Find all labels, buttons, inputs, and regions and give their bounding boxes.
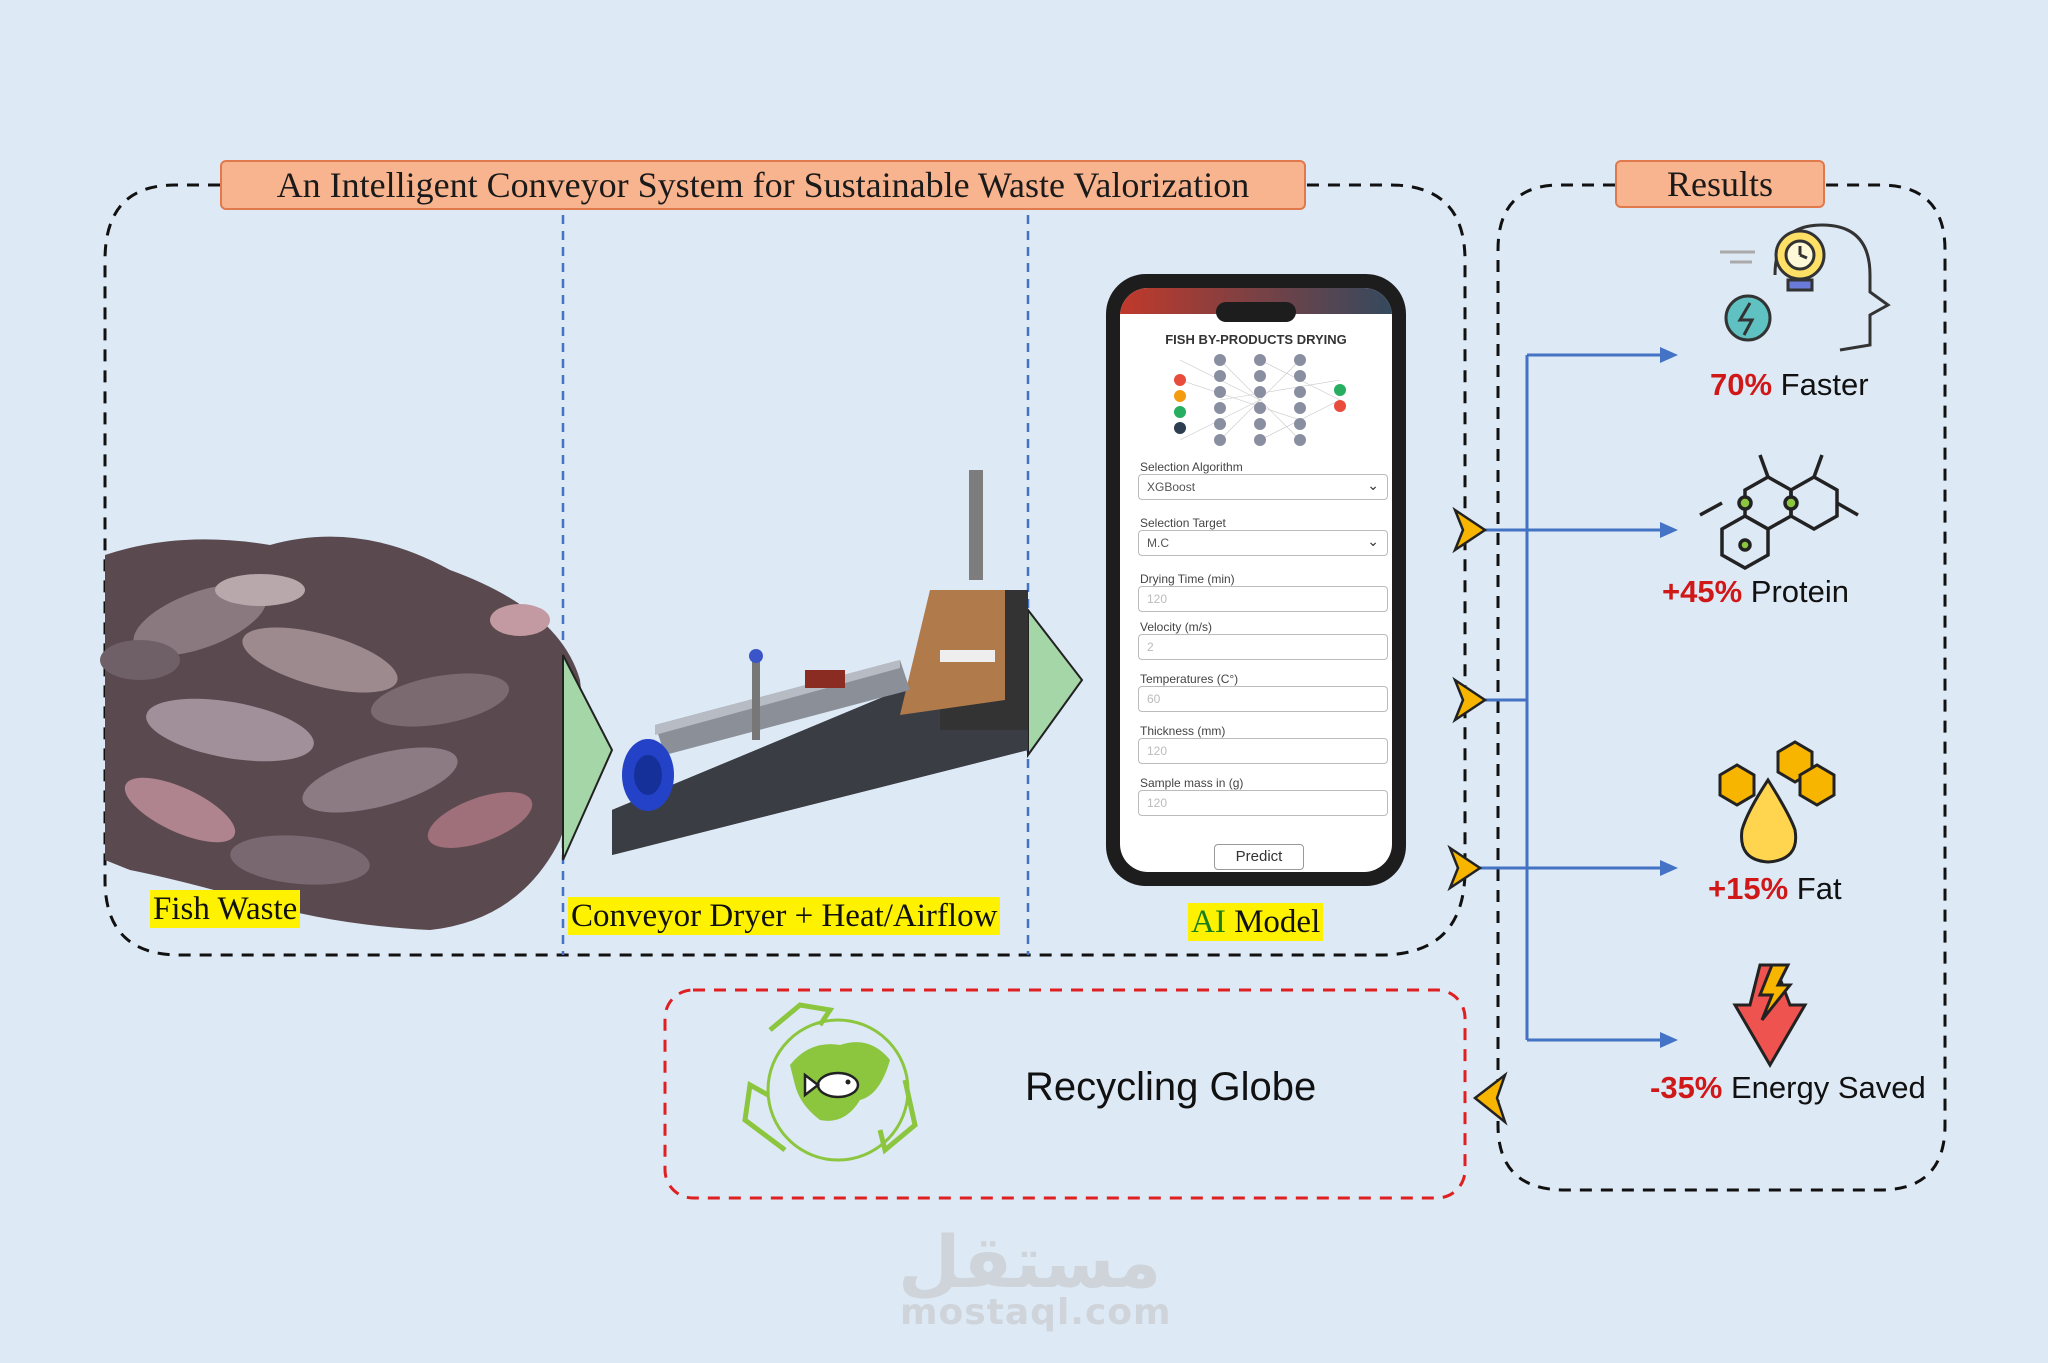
clock-bulb-head-icon — [1720, 223, 1891, 352]
target-value: M.C — [1147, 536, 1169, 550]
diagram-title: An Intelligent Conveyor System for Susta… — [220, 160, 1306, 210]
velocity-input[interactable]: 2 — [1138, 634, 1388, 660]
drying-time-value: 120 — [1147, 592, 1168, 606]
neural-network-icon — [1174, 354, 1346, 446]
result-pct: 70% — [1710, 367, 1773, 402]
field-label-drying-time: Drying Time (min) — [1140, 572, 1235, 586]
predict-button[interactable]: Predict — [1214, 844, 1304, 870]
app-title: FISH BY-PRODUCTS DRYING — [1165, 332, 1347, 347]
conveyor-dryer-image — [612, 470, 1028, 855]
main-process-frame — [103, 183, 1467, 957]
fat-drop-icon — [1718, 740, 1836, 864]
yellow-chevron-arrows — [1447, 506, 1508, 1126]
watermark-arabic: مستقل — [898, 1220, 1162, 1304]
ai-suffix: Model — [1225, 904, 1321, 940]
phone-screen: FISH BY-PRODUCTS DRYING Selection Algori… — [1120, 288, 1392, 872]
field-label-algorithm: Selection Algorithm — [1140, 460, 1243, 474]
phone-notch — [1216, 302, 1296, 322]
watermark-latin: mostaql.com — [900, 1292, 1172, 1333]
result-text: Faster — [1772, 367, 1869, 402]
result-protein: +45% Protein — [1662, 574, 1849, 610]
results-title-text: Results — [1666, 164, 1773, 204]
result-fat: +15% Fat — [1708, 871, 1842, 907]
result-pct: +45% — [1662, 574, 1743, 609]
ai-prefix: AI — [1191, 904, 1226, 940]
field-label-target: Selection Target — [1140, 516, 1226, 530]
field-label-velocity: Velocity (m/s) — [1140, 620, 1213, 634]
result-text: Energy Saved — [1722, 1070, 1926, 1105]
sample-mass-value: 120 — [1147, 796, 1168, 810]
temperature-input[interactable]: 60 — [1138, 686, 1388, 712]
stage-label-ai-model: AI Model — [1188, 903, 1324, 941]
field-label-sample-mass: Sample mass in (g) — [1140, 776, 1244, 790]
recycling-frame — [663, 988, 1467, 1200]
results-flow-lines — [1465, 353, 1665, 1042]
field-label-thickness: Thickness (mm) — [1140, 724, 1226, 738]
field-label-temperature: Temperatures (C°) — [1140, 672, 1239, 686]
molecule-icon — [1699, 454, 1859, 571]
result-text: Fat — [1788, 871, 1842, 906]
velocity-value: 2 — [1147, 640, 1154, 654]
result-pct: +15% — [1708, 871, 1789, 906]
diagram-title-text: An Intelligent Conveyor System for Susta… — [276, 165, 1250, 205]
recycle-globe-icon — [742, 1002, 918, 1162]
thickness-value: 120 — [1147, 744, 1168, 758]
stage-label-fish-waste: Fish Waste — [150, 890, 301, 928]
flow-arrow-1 — [562, 654, 614, 861]
chevron-down-icon: ⌄ — [1367, 533, 1379, 549]
flow-arrow-2 — [1027, 607, 1084, 759]
algorithm-select[interactable]: XGBoost ⌄ — [1138, 474, 1388, 500]
target-select[interactable]: M.C ⌄ — [1138, 530, 1388, 556]
result-faster: 70% Faster — [1710, 367, 1869, 403]
result-text: Protein — [1742, 574, 1849, 609]
chevron-down-icon: ⌄ — [1367, 477, 1379, 493]
temperature-value: 60 — [1147, 692, 1161, 706]
algorithm-value: XGBoost — [1147, 480, 1196, 494]
drying-time-input[interactable]: 120 — [1138, 586, 1388, 612]
results-arrowheads — [1660, 347, 1678, 1048]
fish-waste-image — [100, 536, 583, 930]
energy-down-icon — [1732, 963, 1808, 1068]
stage-label-dryer: Conveyor Dryer + Heat/Airflow — [568, 897, 1001, 935]
result-pct: -35% — [1650, 1070, 1723, 1105]
thickness-input[interactable]: 120 — [1138, 738, 1388, 764]
results-title: Results — [1615, 160, 1825, 208]
sample-mass-input[interactable]: 120 — [1138, 790, 1388, 816]
phone-mockup: FISH BY-PRODUCTS DRYING Selection Algori… — [1106, 274, 1406, 886]
result-energy: -35% Energy Saved — [1650, 1070, 1926, 1106]
recycling-label: Recycling Globe — [1025, 1065, 1317, 1109]
